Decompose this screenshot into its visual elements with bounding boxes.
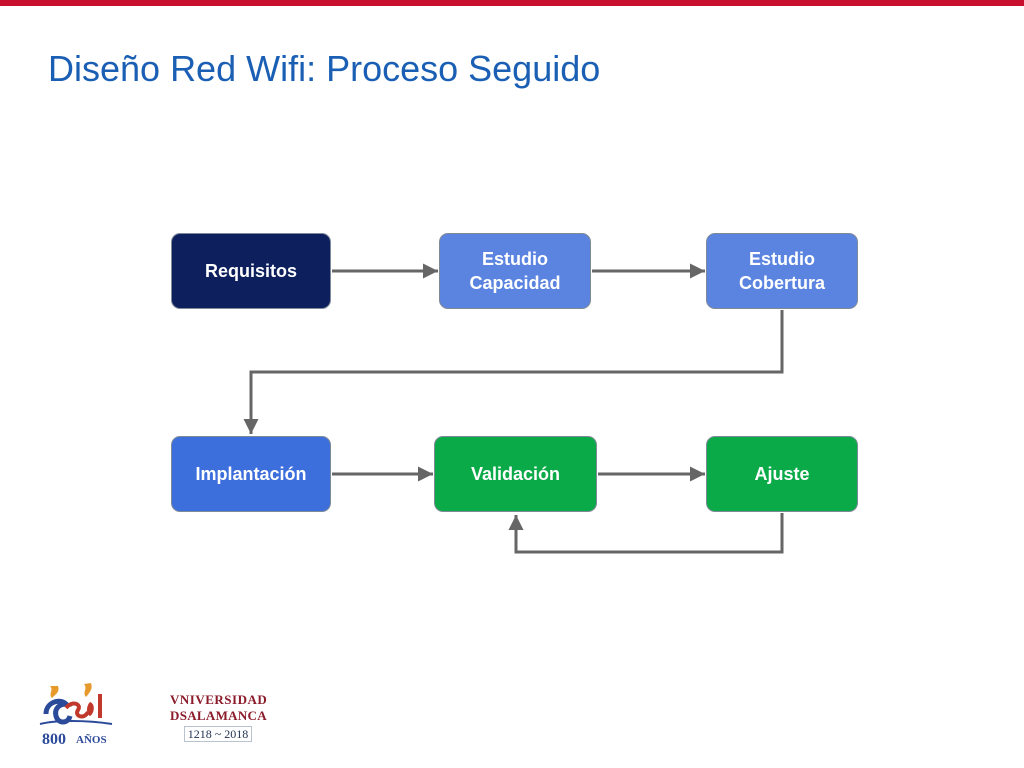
node-ajuste: Ajuste [706, 436, 858, 512]
node-validacion-label: Validación [470, 464, 561, 484]
node-requisitos-label: Requisitos [204, 261, 297, 281]
top-accent-bar [0, 0, 1024, 6]
svg-text:800: 800 [42, 731, 66, 748]
node-ajuste-label: Ajuste [754, 464, 810, 484]
edge-ajuste-validacion [508, 513, 784, 554]
node-implantacion: Implantación [171, 436, 331, 512]
node-requisitos: Requisitos [171, 233, 331, 309]
node-validacion: Validación [434, 436, 597, 512]
universidad-salamanca-logo: VNIVERSIDAD DSALAMANCA 1218 ~ 2018 [170, 690, 268, 746]
university-name-line1: VNIVERSIDAD [170, 692, 268, 707]
university-name-line2: DSALAMANCA [170, 708, 267, 723]
slide-title: Diseño Red Wifi: Proceso Seguido [48, 48, 601, 89]
node-estudio-capacidad: Estudio Capacidad [439, 233, 591, 309]
university-years: 1218 ~ 2018 [184, 726, 252, 742]
node-implantacion-label: Implantación [195, 464, 307, 484]
node-estudio-cobertura: Estudio Cobertura [706, 233, 858, 309]
node-estudio-cobertura-label: Estudio Cobertura [738, 249, 825, 293]
usal-800-anos-logo: 800 AÑOS [39, 683, 113, 748]
node-estudio-capacidad-label: Estudio Capacidad [469, 249, 561, 293]
edge-cobertura-implantacion [243, 310, 784, 434]
svg-text:AÑOS: AÑOS [76, 734, 107, 746]
